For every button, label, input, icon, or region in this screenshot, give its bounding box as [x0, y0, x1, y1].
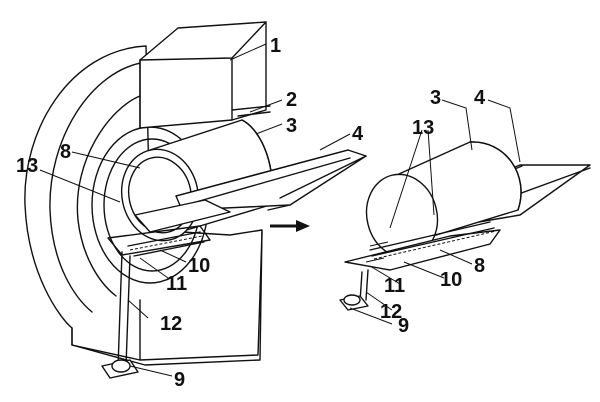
label-10-left: 10	[188, 255, 210, 277]
label-8-left: 8	[60, 141, 71, 163]
label-9-right: 9	[398, 315, 409, 337]
label-10-right: 10	[440, 269, 462, 291]
leader-lines	[39, 43, 521, 377]
label-3-left: 3	[286, 115, 297, 137]
label-2: 2	[286, 89, 297, 111]
label-13-right: 13	[412, 117, 434, 139]
label-11-right: 11	[384, 275, 405, 297]
label-1: 1	[270, 35, 281, 57]
label-12-right: 12	[380, 301, 402, 323]
label-12-left: 12	[160, 313, 182, 335]
label-4-right: 4	[474, 87, 486, 109]
label-11-left: 11	[166, 273, 187, 295]
label-4-left: 4	[352, 123, 364, 145]
label-8-right: 8	[474, 255, 485, 277]
detached-bed-assembly-right	[339, 141, 591, 311]
label-13-left: 13	[16, 155, 38, 177]
scanner-assembly-left	[24, 21, 367, 379]
right-arrow-icon	[270, 220, 310, 232]
label-9-left: 9	[174, 369, 185, 391]
callout-labels: 1 2 3 4 8 13 10 11 12 9 3 4 13 8 10 11 1…	[16, 35, 486, 391]
label-3-right: 3	[430, 87, 441, 109]
